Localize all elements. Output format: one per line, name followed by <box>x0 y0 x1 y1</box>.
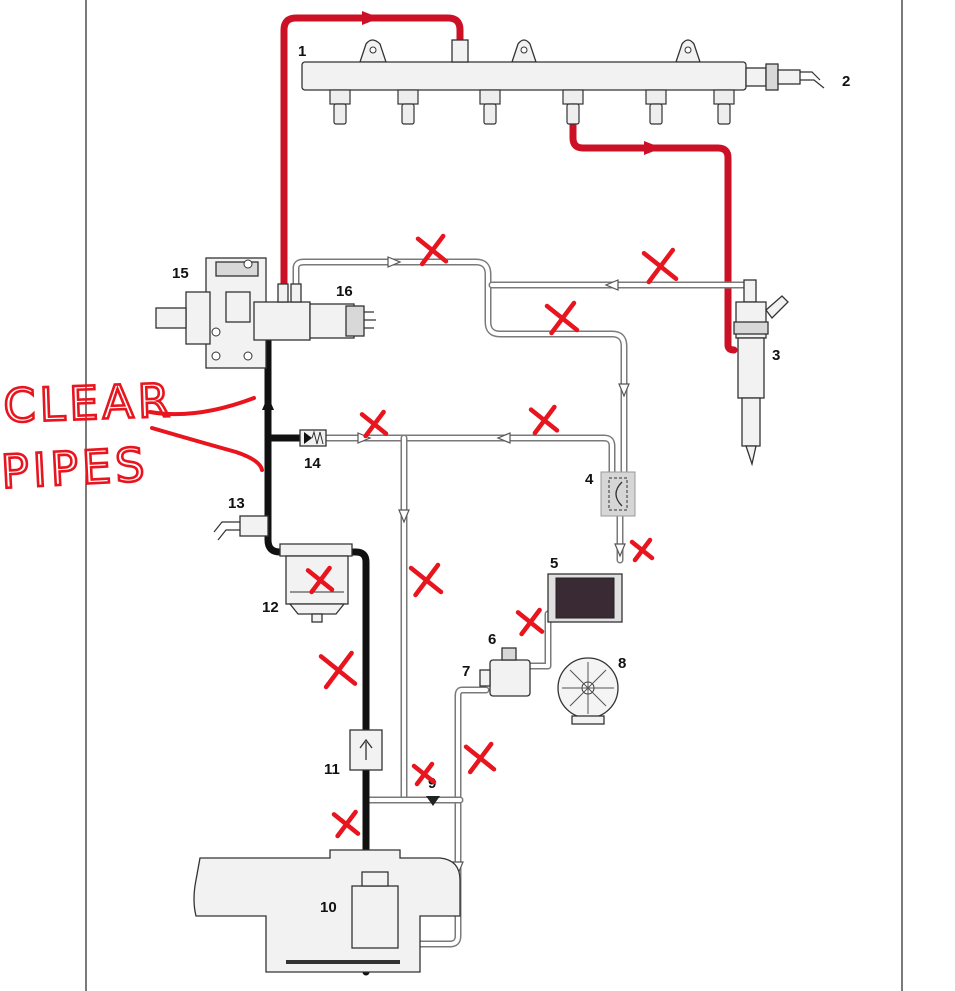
x-mark-icon <box>515 607 545 637</box>
high-pressure-pipes <box>280 11 738 354</box>
x-mark-icon <box>415 233 449 267</box>
cooling-fan <box>557 657 619 725</box>
annotation-clear: CLEAR <box>2 373 174 433</box>
x-mark-icon <box>411 761 437 787</box>
check-valve <box>299 429 327 447</box>
injector <box>733 279 789 467</box>
label-16: 16 <box>336 283 353 300</box>
flow-arrow-icon <box>398 509 410 524</box>
x-mark-icon <box>641 247 679 285</box>
return-valve <box>426 796 440 806</box>
x-mark-icon <box>463 741 497 775</box>
flow-arrow-icon <box>262 396 274 410</box>
flow-arrow-icon <box>387 256 402 268</box>
label-3: 3 <box>772 347 780 364</box>
flow-arrow-icon <box>614 543 626 558</box>
part-labels: 1 2 3 4 5 6 7 8 9 10 11 12 13 14 15 16 <box>172 43 850 916</box>
label-6: 6 <box>488 631 496 648</box>
bypass-valve <box>479 647 531 697</box>
label-2: 2 <box>842 73 850 90</box>
flow-arrow-icon <box>362 11 380 25</box>
label-10: 10 <box>320 899 337 916</box>
label-1: 1 <box>298 43 306 60</box>
x-mark-icon <box>331 809 361 839</box>
label-4: 4 <box>585 471 594 488</box>
flow-arrow-icon <box>644 141 662 155</box>
high-pressure-pump <box>155 257 311 369</box>
x-marks <box>305 233 679 839</box>
supply-pipes <box>262 336 370 976</box>
x-mark-icon <box>544 300 580 336</box>
x-mark-icon <box>305 565 335 595</box>
temperature-sensor <box>213 515 269 541</box>
pressure-damper <box>600 471 636 517</box>
flow-arrow-icon <box>604 279 619 291</box>
metering-valve <box>309 303 376 339</box>
label-15: 15 <box>172 265 189 282</box>
common-rail <box>301 39 825 125</box>
return-pipes <box>292 256 748 948</box>
fuel-tank <box>193 849 461 973</box>
label-9: 9 <box>428 775 436 792</box>
inline-filter <box>349 729 383 771</box>
label-5: 5 <box>550 555 558 572</box>
fuel-cooler <box>547 573 623 623</box>
label-11: 11 <box>324 761 340 778</box>
x-mark-icon <box>408 562 444 598</box>
annotation-pipes: PIPES <box>0 437 150 499</box>
x-mark-icon <box>528 404 560 436</box>
x-mark-icon <box>359 409 389 439</box>
label-7: 7 <box>462 663 470 680</box>
label-8: 8 <box>618 655 626 672</box>
label-12: 12 <box>262 599 279 616</box>
flow-arrow-icon <box>496 432 511 444</box>
label-14: 14 <box>304 455 321 472</box>
label-13: 13 <box>228 495 245 512</box>
x-mark-icon <box>318 650 358 690</box>
handwritten-annotation: CLEAR PIPES <box>0 372 264 500</box>
x-mark-icon <box>629 537 655 563</box>
flow-arrow-icon <box>618 383 630 398</box>
